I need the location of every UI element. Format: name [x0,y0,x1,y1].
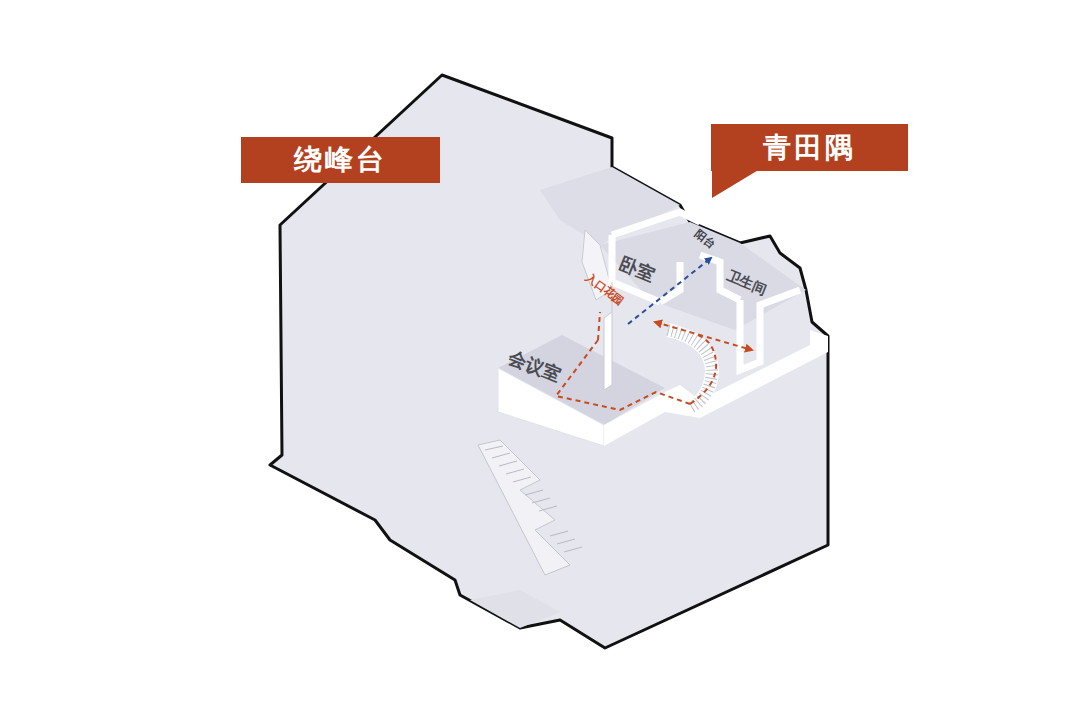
spiral-stair [668,330,712,408]
room-label: 卧室 [617,254,657,284]
spiral-stair-treads [668,330,712,408]
room-label: 卫生间 [725,268,769,297]
stair-lower [478,440,570,575]
callout-label: 绕峰台 [294,146,387,174]
wall [660,262,680,302]
route-line [690,334,716,404]
callout-tail [712,169,760,198]
wall [612,212,700,235]
callout-box: 绕峰台 [241,137,440,183]
wall [612,235,660,302]
room-label: 阳台 [693,228,717,250]
route-line [598,312,600,340]
meeting-room-wall [604,392,665,446]
room-label: 入口花园 [584,272,626,307]
route-arrow [655,322,752,350]
route-line [556,340,690,410]
callout-label: 青田隅 [763,134,856,162]
room-label: 会议室 [506,348,563,385]
stair-treads [485,446,582,552]
landing [470,590,560,628]
callout-box: 青田隅 [711,124,908,171]
upper-floor [600,222,806,330]
column [604,312,612,390]
